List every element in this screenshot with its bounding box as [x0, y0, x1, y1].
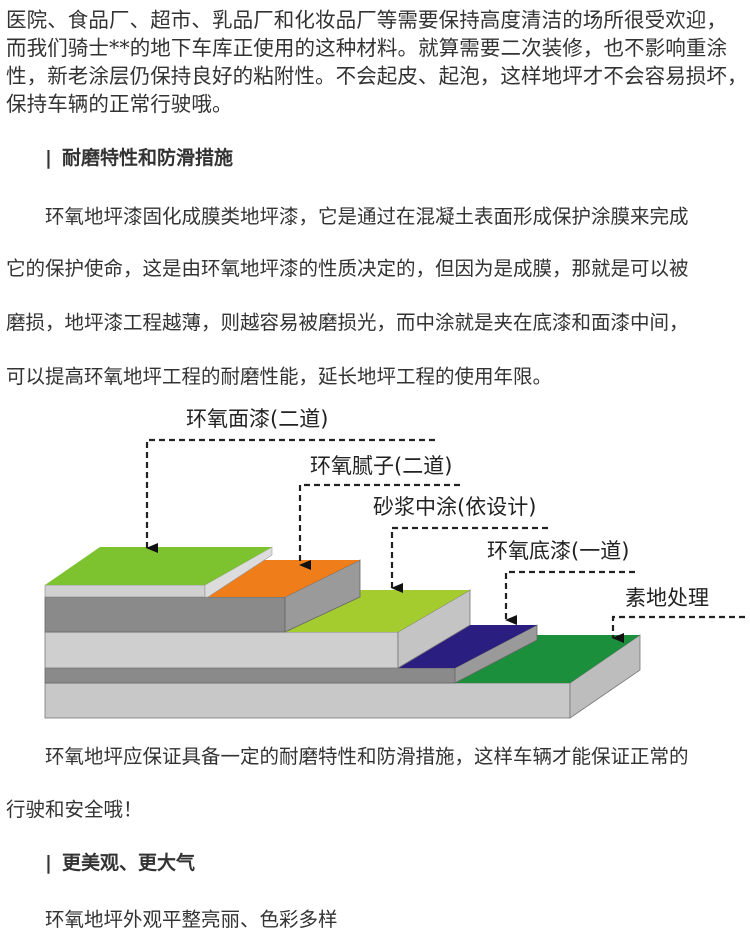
leader-primer	[504, 570, 635, 625]
label-substrate: 素地处理	[625, 586, 709, 610]
text-line: 医院、食品厂、超市、乳品厂和化妆品厂等需要保持高度清洁的场所很受欢迎，	[6, 8, 727, 32]
putty-block	[44, 596, 286, 633]
leader-mortar	[390, 526, 548, 593]
text-line: 它的保护使命，这是由环氧地坪漆的性质决定的，但因为是成膜，那就是可以被	[6, 257, 689, 280]
label-primer: 环氧底漆(一道)	[487, 539, 629, 563]
label-topcoat: 环氧面漆(二道)	[186, 407, 328, 431]
leader-substrate	[611, 615, 745, 643]
heading-text: 更美观、更大气	[61, 852, 195, 874]
label-putty: 环氧腻子(二道)	[310, 454, 452, 478]
topcoat-edge	[44, 584, 206, 598]
text-line: 而我们骑士**的地下车库正使用的这种材料。就算需要二次装修，也不影响重涂	[6, 36, 728, 60]
section-heading-appearance: | 更美观、更大气	[45, 848, 195, 875]
label-mortar: 砂浆中涂(依设计)	[373, 495, 536, 519]
leader-putty	[298, 483, 460, 570]
text-line: 可以提高环氧地坪工程的耐磨性能，延长地坪工程的使用年限。	[6, 365, 553, 388]
heading-text: 耐磨特性和防滑措施	[61, 147, 233, 169]
text-line: 保持车辆的正常行驶哦。	[6, 92, 233, 116]
primer-top	[395, 625, 537, 668]
section-heading-wear: | 耐磨特性和防滑措施	[45, 143, 233, 170]
substrate-side	[569, 634, 641, 719]
text-line: 性，新老涂层仍保持良好的粘附性。不会起皮、起泡，这样地坪才不会容易损坏，	[6, 64, 748, 88]
substrate-block	[44, 682, 571, 719]
heading-marker: |	[45, 147, 52, 169]
text-line: 环氧地坪漆固化成膜类地坪漆，它是通过在混凝土表面形成保护涂膜来完成	[45, 205, 689, 228]
text-line: 环氧地坪外观平整亮丽、色彩多样	[45, 908, 338, 931]
leader-topcoat	[145, 438, 435, 553]
text-line: 磨损，地坪漆工程越薄，则越容易被磨损光，而中涂就是夹在底漆和面漆中间，	[6, 311, 689, 334]
primer-band	[44, 667, 456, 684]
topcoat-top	[45, 547, 272, 585]
text-line: 环氧地坪应保证具备一定的耐磨特性和防滑措施，这样车辆才能保证正常的	[45, 745, 689, 768]
mortar-block	[44, 631, 399, 669]
text-line: 行驶和安全哦！	[6, 798, 143, 821]
heading-marker: |	[45, 852, 52, 874]
